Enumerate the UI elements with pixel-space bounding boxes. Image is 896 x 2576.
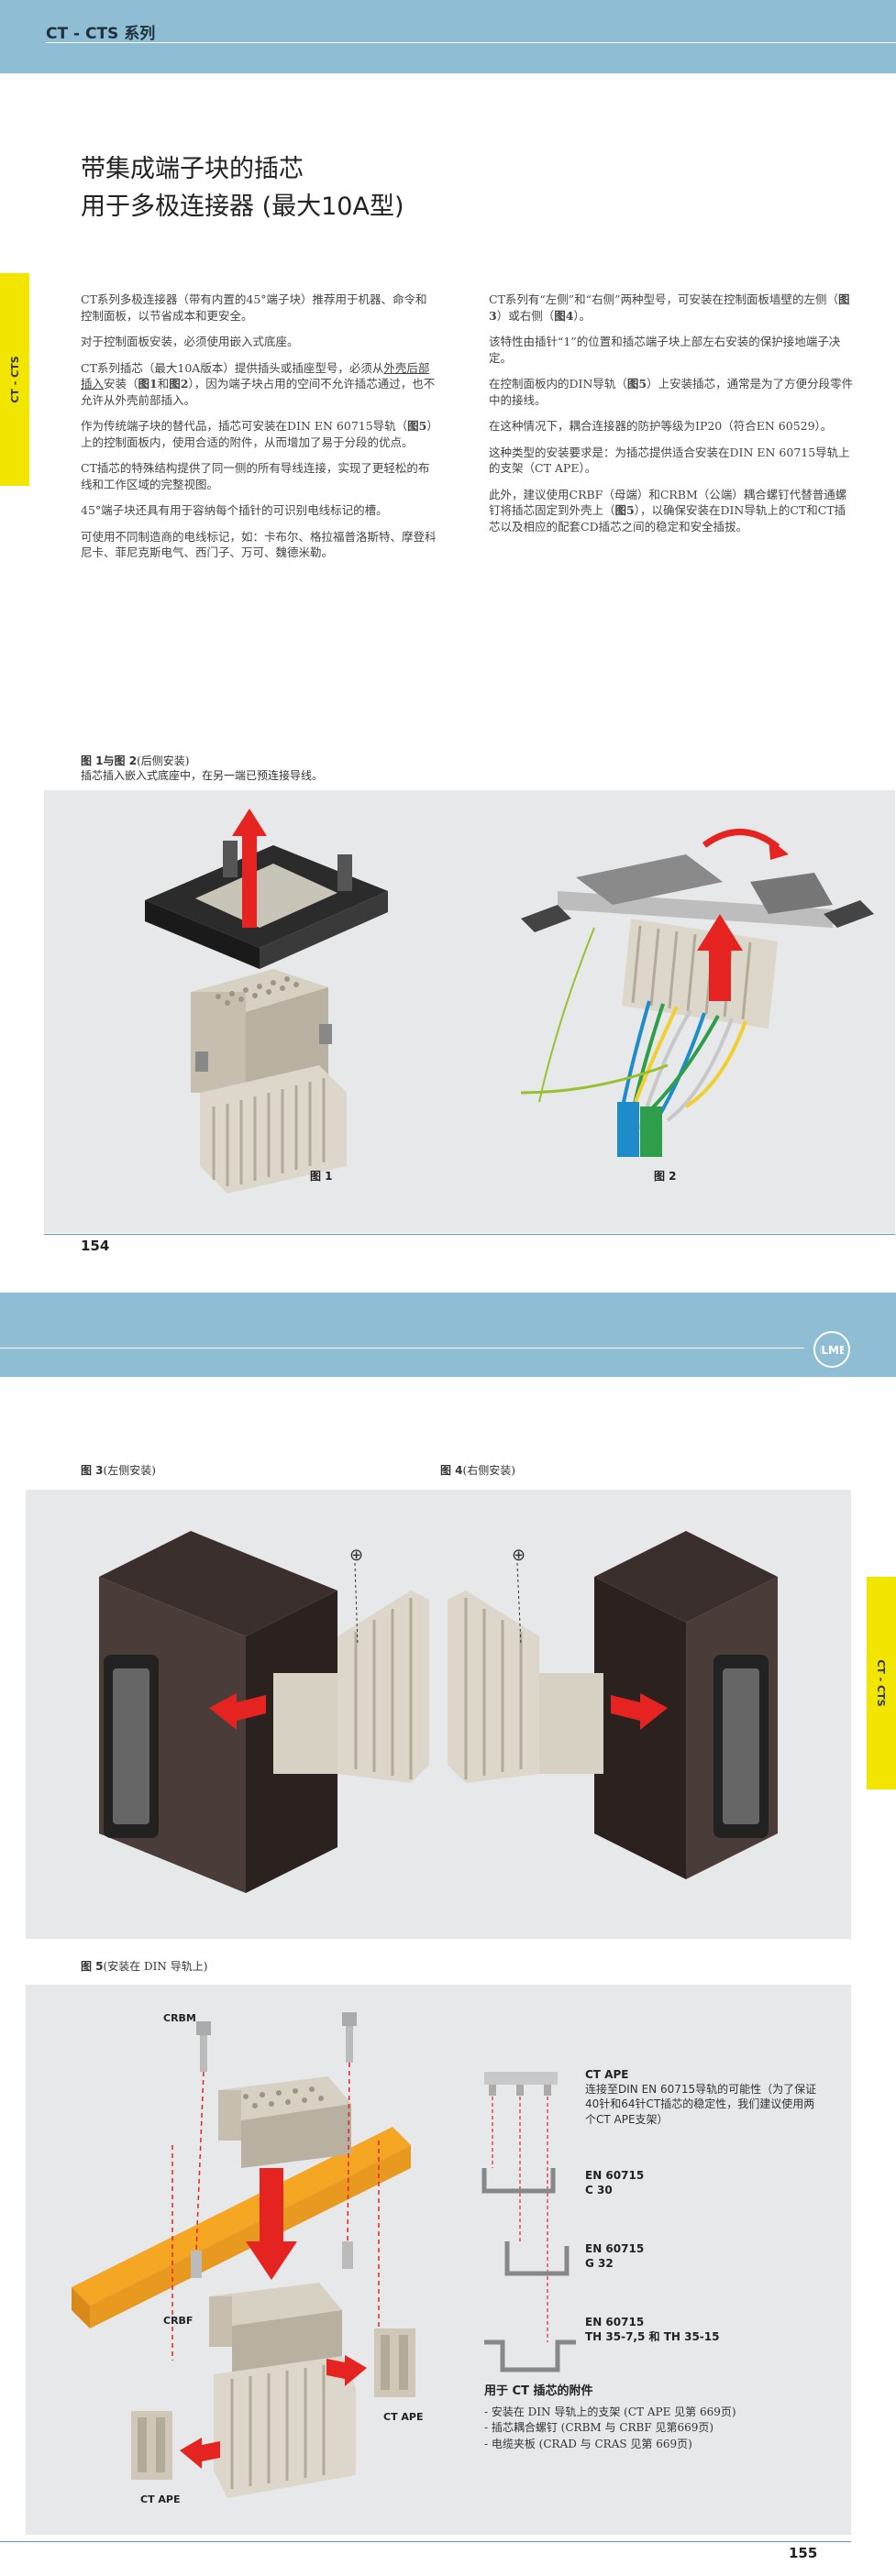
fig12-caption: 图 1与图 2(后侧安装) 插芯插入嵌入式底座中，在另一端已预连接导线。 bbox=[81, 754, 324, 783]
crbm-screw-icon bbox=[196, 2012, 357, 2072]
fig3-caption: 图 3(左侧安装) bbox=[81, 1464, 156, 1477]
paragraph: 该特性由插针“1”的位置和插芯端子块上部左右安装的保护接地端子决定。 bbox=[489, 335, 841, 365]
side-tab-label: CT - CTS bbox=[8, 356, 21, 403]
red-arrow-left-icon bbox=[209, 1693, 266, 1730]
headline-line1: 带集成端子块的插芯 bbox=[81, 155, 304, 183]
ct-ape-label-right: CT APE bbox=[383, 2411, 424, 2423]
brand-logo-icon: ILME bbox=[813, 1331, 850, 1368]
text-column-left: CT系列多极连接器（带有内置的45°端子块）推荐用于机器、命令和控制面板，以节省… bbox=[81, 292, 438, 571]
ground-icon: ⊕ bbox=[512, 1546, 525, 1565]
crbf-label: CRBF bbox=[163, 2315, 193, 2327]
rail-profiles-illustration bbox=[481, 2072, 576, 2372]
fig2-label: 图 2 bbox=[654, 1170, 677, 1183]
accessory-item: - 安装在 DIN 导轨上的支架 (CT APE 见第 669页) bbox=[484, 2405, 736, 2418]
fig12-illustration: 图 1 bbox=[145, 809, 874, 1194]
side-tab-label: CT - CTS bbox=[875, 1659, 888, 1707]
c30-profile-icon bbox=[481, 2168, 556, 2194]
header-rule bbox=[0, 1348, 804, 1349]
insert-left-illustration bbox=[273, 1591, 429, 1783]
side-tab-left: CT - CTS bbox=[0, 273, 29, 486]
ct-ape-bracket-right-icon bbox=[374, 2328, 415, 2397]
paragraph: 在控制面板内的DIN导轨（图5）上安装插芯，通常是为了方便分段零件中的接线。 bbox=[489, 377, 854, 407]
accessories-title: 用于 CT 插芯的附件 bbox=[484, 2384, 593, 2398]
fig5-illustration: CRBM CRBF CT APE CT APE bbox=[72, 2012, 424, 2505]
ct-ape-bracket-left-icon bbox=[131, 2411, 172, 2480]
headline-line2: 用于多极连接器 (最大10A型) bbox=[81, 192, 404, 221]
insert-illustration bbox=[191, 969, 347, 1194]
header-bar-right: ILME bbox=[0, 1293, 896, 1377]
paragraph: CT系列有“左侧”和“右侧”两种型号，可安装在控制面板墙壁的左侧（图3）或右侧（… bbox=[489, 292, 850, 323]
accessories-list: 用于 CT 插芯的附件 - 安装在 DIN 导轨上的支架 (CT APE 见第 … bbox=[484, 2383, 833, 2452]
insert-with-wires-illustration bbox=[520, 919, 778, 1157]
ground-icon: ⊕ bbox=[349, 1546, 363, 1565]
red-arrow-icon bbox=[232, 809, 267, 928]
fig34-illustration: ⊕ ⊕ bbox=[99, 1531, 778, 1893]
th35-profile-icon bbox=[484, 2339, 576, 2372]
guide-lines bbox=[171, 2062, 380, 2361]
red-arrow-left-small-icon bbox=[326, 2355, 367, 2386]
headline: 带集成端子块的插芯 用于多极连接器 (最大10A型) bbox=[81, 151, 404, 226]
page-divider bbox=[44, 1234, 895, 1235]
paragraph: 这种类型的安装要求是：为插芯提供适合安装在DIN EN 60715导轨上的支架（… bbox=[489, 445, 850, 476]
paragraph: CT系列多极连接器（带有内置的45°端子块）推荐用于机器、命令和控制面板，以节省… bbox=[81, 292, 427, 323]
page-divider-bottom bbox=[0, 2541, 851, 2542]
figure-panel-1-2: 图 1 bbox=[44, 790, 895, 1233]
series-title: CT - CTS 系列 bbox=[46, 25, 156, 43]
page-number-154: 154 bbox=[81, 1238, 110, 1254]
upper-insert-illustration bbox=[218, 2076, 351, 2168]
din-rail-illustration bbox=[72, 2127, 411, 2328]
paragraph: 可使用不同制造商的电线标记，如：卡布尔、格拉福普洛斯特、摩登科尼卡、菲尼克斯电气… bbox=[81, 529, 437, 560]
paragraph: 作为传统端子块的替代品，插芯可安装在DIN EN 60715导轨（图5）上的控制… bbox=[81, 419, 438, 449]
header-bar: CT - CTS 系列 bbox=[0, 0, 896, 73]
text-column-right: CT系列有“左侧”和“右侧”两种型号，可安装在控制面板墙壁的左侧（图3）或右侧（… bbox=[489, 292, 854, 545]
header-rule bbox=[46, 42, 896, 43]
crbf-screw-icon bbox=[191, 2241, 353, 2278]
figure-panel-3-4: ⊕ ⊕ bbox=[26, 1490, 851, 1939]
paragraph: 对于控制面板安装，必须使用嵌入式底座。 bbox=[81, 335, 299, 348]
panel-wall-illustration bbox=[521, 854, 874, 932]
insert-right-illustration bbox=[448, 1591, 603, 1783]
paragraph: 此外，建议使用CRBF（母端）和CRBM（公端）耦合螺钉代替普通螺钉将插芯固定到… bbox=[489, 487, 847, 534]
page-number-155: 155 bbox=[789, 2545, 818, 2561]
svg-text:ILME: ILME bbox=[820, 1344, 844, 1357]
red-arrow-down-icon bbox=[246, 2168, 297, 2280]
red-arrow-right-small-icon bbox=[180, 2438, 220, 2469]
paragraph: CT系列插芯（最大10A版本）提供插头或插座型号，必须从外壳后部插入安装（图1和… bbox=[81, 360, 436, 407]
red-arrow-right-icon bbox=[611, 1693, 668, 1730]
accessory-item: - 电缆夹板 (CRAD 与 CRAS 见第 669页) bbox=[484, 2437, 692, 2450]
fig4-caption: 图 4(右侧安装) bbox=[440, 1464, 515, 1477]
lower-insert-illustration bbox=[209, 2283, 356, 2498]
crbm-label: CRBM bbox=[163, 2012, 196, 2024]
ct-ape-profile-icon bbox=[484, 2072, 558, 2096]
rotate-arrow-icon bbox=[702, 829, 780, 850]
accessory-item: - 插芯耦合螺钉 (CRBM 与 CRBF 见第669页) bbox=[484, 2421, 714, 2435]
paragraph: 在这种情况下，耦合连接器的防护等级为IP20（符合EN 60529）。 bbox=[489, 419, 833, 433]
fig1-label: 图 1 bbox=[310, 1170, 333, 1183]
paragraph: 45°端子块还具有用于容纳每个插针的可识别电线标记的槽。 bbox=[81, 503, 388, 517]
g32-profile-icon bbox=[504, 2241, 570, 2276]
side-tab-right: CT - CTS bbox=[867, 1577, 896, 1789]
paragraph: CT插芯的特殊结构提供了同一侧的所有导线连接，实现了更轻松的布线和工作区域的完整… bbox=[81, 461, 430, 491]
red-arrow-up-icon bbox=[697, 914, 743, 1001]
ct-ape-label-left: CT APE bbox=[140, 2493, 181, 2505]
housing-illustration bbox=[145, 841, 388, 969]
rotate-arrowhead-icon bbox=[769, 838, 789, 860]
fig5-caption: 图 5(安装在 DIN 导轨上) bbox=[81, 1960, 208, 1973]
